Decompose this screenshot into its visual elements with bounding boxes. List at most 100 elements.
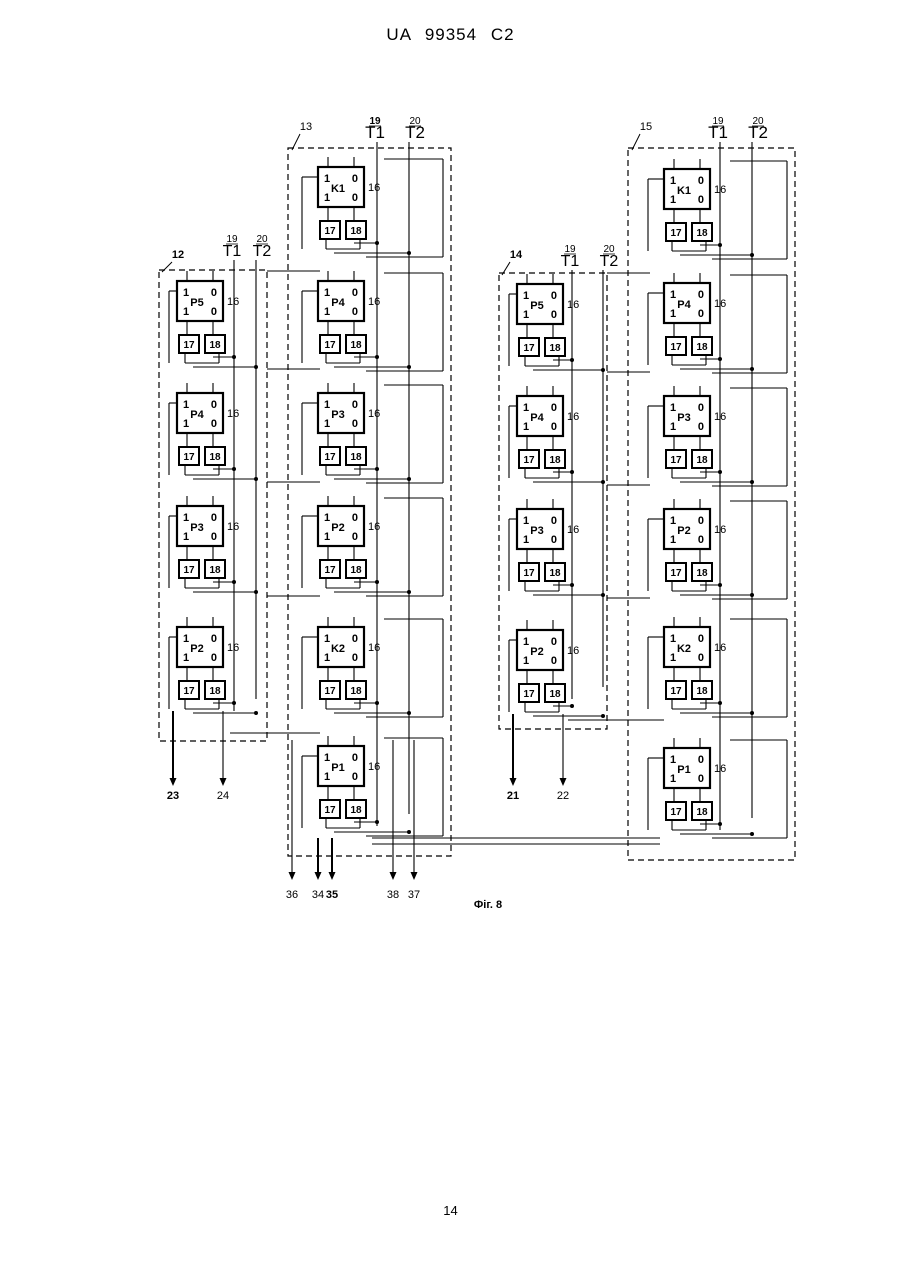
block-number: 16: [567, 411, 579, 423]
input-label: 1: [670, 175, 676, 187]
flipflop-p3: 1010P3161718: [169, 496, 258, 594]
junction-dot: [407, 830, 411, 834]
output-label: 0: [551, 534, 557, 546]
input-label: 1: [670, 308, 676, 320]
block-name: P4: [331, 297, 345, 309]
junction-dot: [232, 467, 236, 471]
gate-18-label: 18: [549, 689, 561, 700]
block-name: P2: [331, 522, 344, 534]
gate-18-label: 18: [549, 343, 561, 354]
arrow-head: [170, 778, 177, 786]
output-number: 24: [217, 790, 229, 802]
t2-label: T2: [405, 123, 425, 142]
gate-18-label: 18: [209, 340, 221, 351]
wire: [502, 262, 510, 275]
t2-label: T2: [748, 123, 768, 142]
junction-dot: [601, 480, 605, 484]
output-label: 0: [698, 633, 704, 645]
junction-dot: [232, 701, 236, 705]
input-label: 1: [324, 192, 330, 204]
flipflop-k2: 1010K2161718: [302, 617, 443, 717]
gate-17-label: 17: [670, 568, 682, 579]
assembly-number: 12: [172, 249, 184, 261]
gate-18-label: 18: [350, 805, 362, 816]
output-label: 0: [551, 655, 557, 667]
block-number: 16: [368, 408, 380, 420]
flipflop-p2: 1010P2161718: [509, 620, 605, 718]
junction-dot: [750, 253, 754, 257]
flipflop-p4: 1010P4161718: [648, 273, 787, 373]
block-number: 16: [368, 521, 380, 533]
arrow-head: [315, 872, 322, 880]
gate-18-label: 18: [209, 565, 221, 576]
junction-dot: [254, 365, 258, 369]
block-number: 16: [368, 642, 380, 654]
flipflop-p2: 1010P2161718: [169, 617, 258, 715]
output-number: 23: [167, 790, 179, 802]
input-label: 1: [324, 633, 330, 645]
output-label: 0: [352, 418, 358, 430]
junction-dot: [375, 467, 379, 471]
junction-dot: [407, 590, 411, 594]
output-label: 0: [211, 531, 217, 543]
output-label: 0: [352, 652, 358, 664]
t1-label: T1: [365, 123, 385, 142]
block-name: P2: [530, 646, 543, 658]
block-name: P5: [190, 297, 203, 309]
block-number: 16: [368, 761, 380, 773]
block-number: 16: [714, 298, 726, 310]
input-label: 1: [523, 309, 529, 321]
junction-dot: [750, 593, 754, 597]
junction-dot: [375, 580, 379, 584]
output-label: 0: [698, 175, 704, 187]
gate-17-label: 17: [523, 568, 535, 579]
junction-dot: [601, 593, 605, 597]
block-name: K2: [677, 643, 691, 655]
block-number: 16: [714, 184, 726, 196]
flipflop-p3: 1010P3161718: [509, 499, 605, 597]
output-label: 0: [551, 309, 557, 321]
gate-18-label: 18: [350, 226, 362, 237]
gate-17-label: 17: [183, 686, 195, 697]
block-name: P3: [530, 525, 543, 537]
junction-dot: [718, 583, 722, 587]
junction-dot: [570, 583, 574, 587]
input-label: 1: [523, 421, 529, 433]
gate-18-label: 18: [350, 340, 362, 351]
junction-dot: [718, 470, 722, 474]
block-number: 16: [714, 642, 726, 654]
output-label: 0: [551, 290, 557, 302]
flipflop-p2: 1010P2161718: [648, 499, 787, 599]
gate-18-label: 18: [696, 455, 708, 466]
input-label: 1: [523, 515, 529, 527]
block-number: 16: [714, 411, 726, 423]
output-label: 0: [211, 287, 217, 299]
gate-17-label: 17: [324, 565, 336, 576]
flipflop-p3: 1010P3161718: [648, 386, 787, 486]
output-label: 0: [698, 754, 704, 766]
output-label: 0: [698, 402, 704, 414]
input-label: 1: [183, 287, 189, 299]
junction-dot: [407, 365, 411, 369]
output-label: 0: [698, 308, 704, 320]
gate-18-label: 18: [696, 807, 708, 818]
block-name: K2: [331, 643, 345, 655]
flipflop-p4: 1010P4161718: [302, 271, 443, 371]
flipflop-p1: 1010P1161718: [302, 736, 443, 836]
flipflop-p2: 1010P2161718: [302, 496, 443, 596]
junction-dot: [570, 704, 574, 708]
junction-dot: [254, 477, 258, 481]
output-label: 0: [352, 633, 358, 645]
block-number: 16: [368, 296, 380, 308]
input-label: 1: [183, 399, 189, 411]
t2-label: T2: [600, 253, 619, 270]
block-number: 16: [567, 645, 579, 657]
flipflop-p3: 1010P3161718: [302, 383, 443, 483]
input-label: 1: [670, 534, 676, 546]
gate-17-label: 17: [523, 455, 535, 466]
gate-17-label: 17: [324, 686, 336, 697]
output-label: 0: [698, 534, 704, 546]
block-name: P4: [677, 299, 691, 311]
output-number: 22: [557, 790, 569, 802]
output-label: 0: [698, 773, 704, 785]
